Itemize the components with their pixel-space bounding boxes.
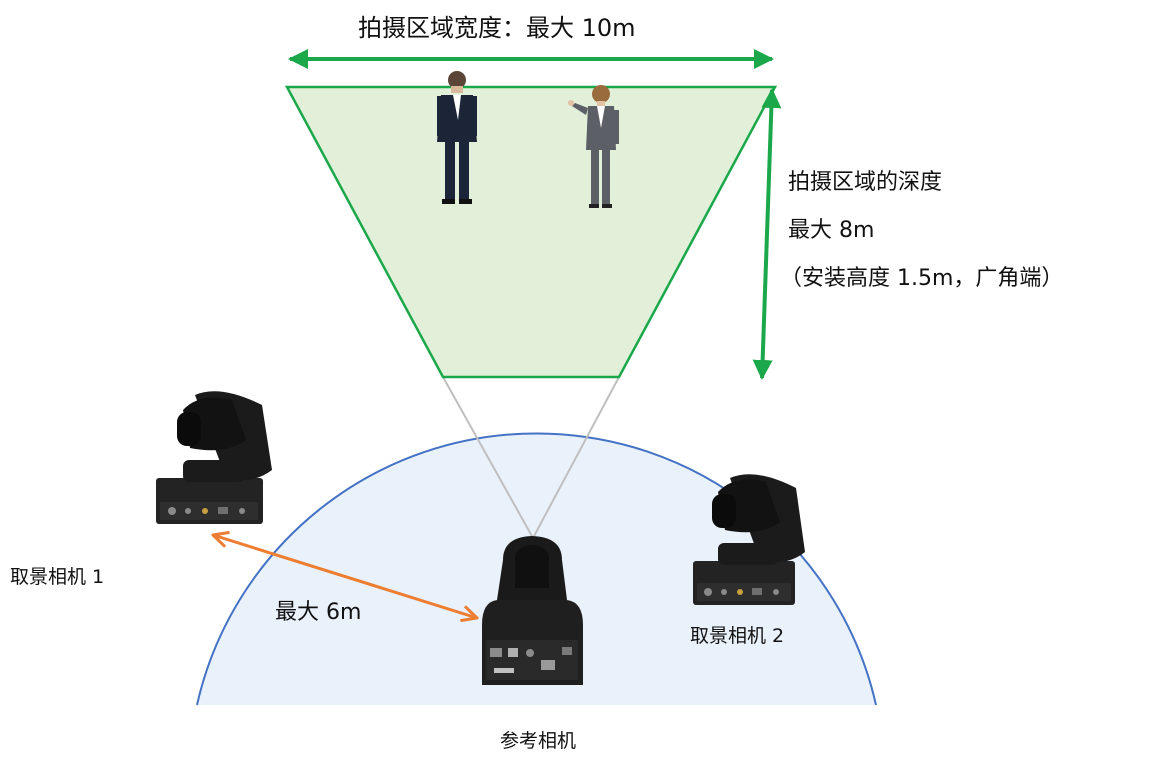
- shooting-depth-title: 拍摄区域的深度: [788, 170, 943, 195]
- man-in-suit-icon: [437, 71, 477, 204]
- framing-camera-1-label: 取景相机 1: [10, 566, 105, 588]
- shooting-depth-max-label: 最大 8m: [788, 218, 875, 243]
- framing-camera-2-label: 取景相机 2: [690, 625, 785, 647]
- shooting-width-label: 拍摄区域宽度：最大 10m: [358, 14, 636, 42]
- shooting-area: [284, 85, 778, 379]
- depth-arrow: [752, 88, 782, 380]
- woman-in-suit-icon: [568, 85, 619, 208]
- sightline-left: [442, 376, 534, 539]
- ptz-camera-icon: [156, 391, 272, 524]
- max-distance-label: 最大 6m: [275, 600, 362, 625]
- sightline-right: [532, 376, 620, 539]
- shooting-depth-note: （安装高度 1.5m，广角端）: [780, 266, 1064, 291]
- dome-ptz-camera-icon: [482, 536, 583, 685]
- ptz-camera-icon: [693, 474, 805, 605]
- reference-camera-label: 参考相机: [500, 730, 577, 752]
- distance-arrow: [213, 535, 477, 618]
